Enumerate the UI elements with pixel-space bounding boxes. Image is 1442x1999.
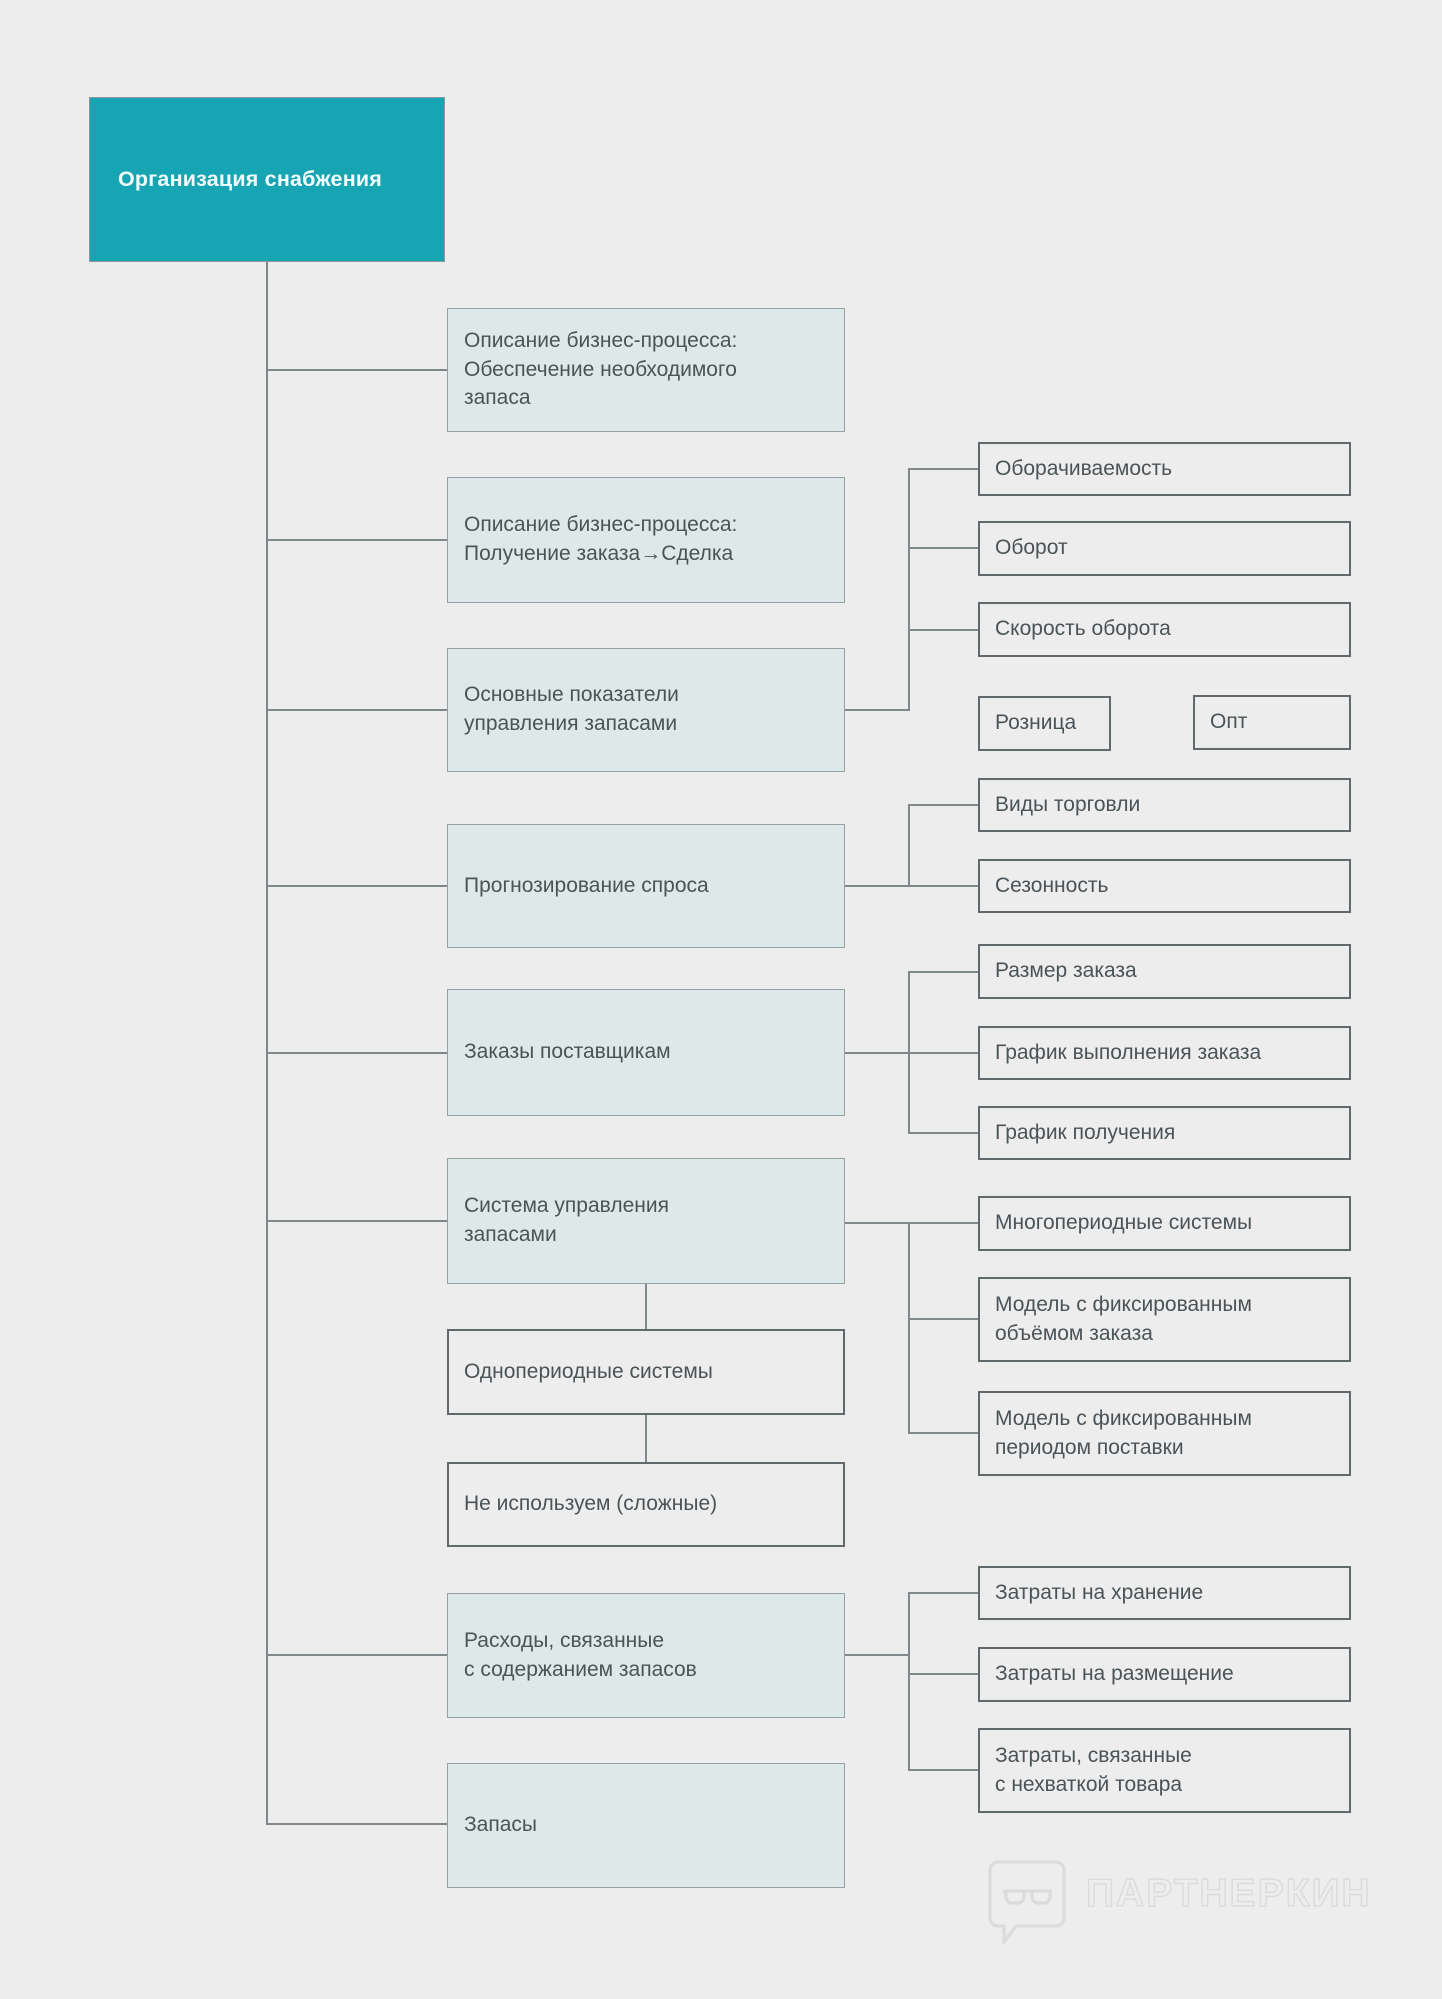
connector-line: [908, 468, 910, 711]
connector-line: [845, 885, 978, 887]
node-label: Затраты на хранение: [995, 1580, 1204, 1604]
node-label: График выполнения заказа: [995, 1040, 1262, 1064]
node-stocks: Запасы: [447, 1763, 845, 1888]
node-label: Размер заказа: [995, 959, 1137, 983]
connector-line: [845, 709, 910, 711]
connector-line: [908, 1132, 978, 1134]
node-root-supply-organization: Организация снабжения: [89, 97, 445, 262]
node-turnover-ability: Оборачиваемость: [978, 442, 1351, 496]
connector-line: [266, 1823, 447, 1825]
node-label: Запасы: [464, 1813, 538, 1837]
connector-line: [908, 804, 978, 806]
connector-line: [908, 547, 978, 549]
node-label: Скорость оборота: [995, 617, 1171, 641]
node-label: Оборот: [995, 536, 1068, 560]
connector-line: [908, 1318, 978, 1320]
connector-line: [908, 971, 910, 1134]
connector-line: [266, 885, 447, 887]
node-label: Не используем (сложные): [464, 1492, 718, 1516]
node-turnover: Оборот: [978, 521, 1351, 576]
node-label: Многопериодные системы: [995, 1211, 1253, 1235]
connector-line: [266, 262, 268, 1825]
node-not-used-complex: Не используем (сложные): [447, 1462, 845, 1547]
connector-line: [908, 1592, 910, 1771]
node-turnover-speed: Скорость оборота: [978, 602, 1351, 657]
node-wholesale: Опт: [1193, 695, 1351, 750]
node-label: Описание бизнес-процесса: Получение зака…: [464, 513, 738, 565]
watermark: ПАРТНЕРКИН: [986, 1858, 1372, 1948]
connector-line: [266, 1654, 447, 1656]
node-order-size: Размер заказа: [978, 944, 1351, 999]
connector-line: [266, 709, 447, 711]
speech-bubble-glasses-icon: [988, 1860, 1066, 1944]
node-label: Розница: [995, 711, 1077, 735]
node-seasonality: Сезонность: [978, 859, 1351, 913]
node-label: Однопериодные системы: [464, 1359, 713, 1383]
connector-line: [845, 1052, 978, 1054]
node-label: Опт: [1210, 710, 1248, 734]
node-label: Описание бизнес-процесса: Обеспечение не…: [464, 328, 738, 410]
connector-line: [908, 971, 978, 973]
node-fixed-order-volume-model: Модель с фиксированным объёмом заказа: [978, 1277, 1351, 1362]
connector-line: [908, 1222, 910, 1433]
node-inventory-mgmt-system: Система управления запасами: [447, 1158, 845, 1284]
watermark-text: ПАРТНЕРКИН: [1085, 1871, 1372, 1915]
connector-line: [908, 1432, 978, 1434]
connector-line: [845, 1222, 978, 1224]
node-shortage-costs: Затраты, связанные с нехваткой товара: [978, 1728, 1351, 1813]
node-label: Организация снабжения: [118, 166, 383, 191]
node-trade-types: Виды торговли: [978, 778, 1351, 832]
connector-line: [845, 1654, 910, 1656]
connector-line: [908, 1673, 978, 1675]
node-label: Система управления запасами: [464, 1194, 669, 1246]
connector-line: [908, 804, 910, 887]
node-holding-costs: Расходы, связанные с содержанием запасов: [447, 1593, 845, 1718]
node-single-period-systems: Однопериодные системы: [447, 1329, 845, 1415]
node-storage-costs: Затраты на хранение: [978, 1566, 1351, 1620]
node-label: Основные показатели управления запасами: [464, 683, 679, 735]
node-label: Затраты, связанные с нехваткой товара: [995, 1743, 1192, 1796]
node-receiving-schedule: График получения: [978, 1106, 1351, 1160]
connector-line: [266, 1052, 447, 1054]
node-placement-costs: Затраты на размещение: [978, 1647, 1351, 1702]
node-supplier-orders: Заказы поставщикам: [447, 989, 845, 1116]
node-label: Расходы, связанные с содержанием запасов: [464, 1628, 697, 1681]
node-demand-forecasting: Прогнозирование спроса: [447, 824, 845, 948]
node-label: Оборачиваемость: [995, 456, 1173, 480]
node-label: Модель с фиксированным периодом поставки: [995, 1406, 1252, 1459]
connector-line: [908, 468, 978, 470]
connector-line: [908, 1769, 978, 1771]
connector-line: [908, 1592, 978, 1594]
node-label: Модель с фиксированным объёмом заказа: [995, 1292, 1252, 1345]
node-label: График получения: [995, 1120, 1176, 1144]
connector-line: [266, 1220, 447, 1222]
connector-line: [266, 539, 447, 541]
node-order-fulfillment-schedule: График выполнения заказа: [978, 1026, 1351, 1080]
connector-line: [645, 1284, 647, 1329]
node-label: Затраты на размещение: [995, 1662, 1234, 1686]
node-bp-stock-provision: Описание бизнес-процесса: Обеспечение не…: [447, 308, 845, 432]
node-key-indicators: Основные показатели управления запасами: [447, 648, 845, 772]
connector-line: [645, 1415, 647, 1462]
node-label: Виды торговли: [995, 792, 1141, 816]
node-multi-period-systems: Многопериодные системы: [978, 1196, 1351, 1251]
node-bp-order-to-deal: Описание бизнес-процесса: Получение зака…: [447, 477, 845, 603]
node-label: Заказы поставщикам: [464, 1040, 671, 1064]
connector-line: [266, 369, 447, 371]
connector-line: [908, 629, 978, 631]
node-label: Прогнозирование спроса: [464, 873, 709, 897]
node-retail: Розница: [978, 696, 1111, 751]
node-fixed-supply-period-model: Модель с фиксированным периодом поставки: [978, 1391, 1351, 1476]
node-label: Сезонность: [995, 873, 1109, 897]
